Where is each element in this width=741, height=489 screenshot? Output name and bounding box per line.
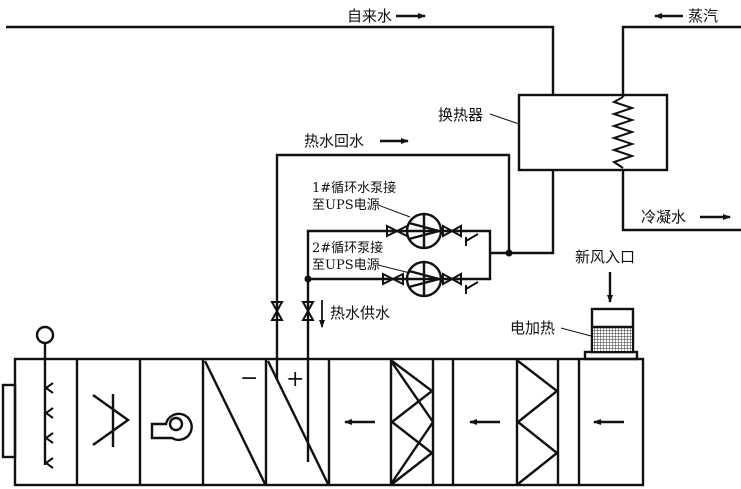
hot-water-return-label: 热水回水 xyxy=(304,132,364,150)
pump1-label-line2: 至UPS电源 xyxy=(312,198,380,213)
valve-icon[interactable] xyxy=(442,272,462,286)
valve-icon[interactable] xyxy=(270,301,284,321)
tap-water-pipe: 自来水 xyxy=(6,7,555,95)
pump2-label-line1: 2#循环泵接 xyxy=(312,240,383,256)
valve-icon[interactable] xyxy=(382,272,404,286)
valve-icon[interactable] xyxy=(442,224,462,238)
filter-icon xyxy=(516,360,559,485)
pump-icon xyxy=(408,262,444,296)
junction-dot xyxy=(304,275,312,283)
electric-heater: 电加热 xyxy=(510,307,639,361)
check-valve-icon xyxy=(465,281,479,294)
heating-coil-icon xyxy=(266,360,330,485)
condensate-label: 冷凝水 xyxy=(641,208,686,226)
filter-icon xyxy=(390,360,435,485)
heating-sign: + xyxy=(286,367,304,392)
air-handling-unit: − + xyxy=(1,325,645,487)
pump-2[interactable] xyxy=(405,260,444,298)
valve-icon[interactable] xyxy=(301,301,315,321)
fan-icon xyxy=(150,412,193,442)
cooling-coil-icon xyxy=(203,360,267,485)
heat-exchanger-label: 换热器 xyxy=(438,106,483,124)
junction-dot xyxy=(505,249,513,257)
steam-label: 蒸汽 xyxy=(688,7,718,25)
pump-icon xyxy=(408,214,444,248)
pump-loop: 1#循环水泵接 至UPS电源 2#循环泵接 至UPS电源 xyxy=(304,180,492,462)
electric-heater-label: 电加热 xyxy=(510,319,555,337)
pump2-label-line2: 至UPS电源 xyxy=(312,258,380,273)
bag-filter-icon xyxy=(92,394,131,447)
cooling-sign: − xyxy=(240,366,258,391)
spray-nozzle-icon xyxy=(44,382,54,469)
outlet-flange xyxy=(1,383,17,459)
hot-water-supply-label: 热水供水 xyxy=(330,304,390,322)
condensate-pipe: 冷凝水 xyxy=(621,170,741,232)
humidifier-section xyxy=(35,325,55,469)
steam-pipe: 蒸汽 xyxy=(621,7,741,97)
fresh-air-inlet-label: 新风入口 xyxy=(575,248,635,266)
filter-icon xyxy=(390,360,434,485)
steam-coil-icon xyxy=(610,96,636,169)
pump1-label-line1: 1#循环水泵接 xyxy=(312,180,396,196)
hot-water-return-pipe: 热水回水 xyxy=(275,132,555,380)
valve-icon[interactable] xyxy=(386,224,408,238)
check-valve-icon xyxy=(465,233,479,246)
tap-water-label: 自来水 xyxy=(347,7,392,25)
heat-exchanger: 换热器 xyxy=(438,93,669,172)
